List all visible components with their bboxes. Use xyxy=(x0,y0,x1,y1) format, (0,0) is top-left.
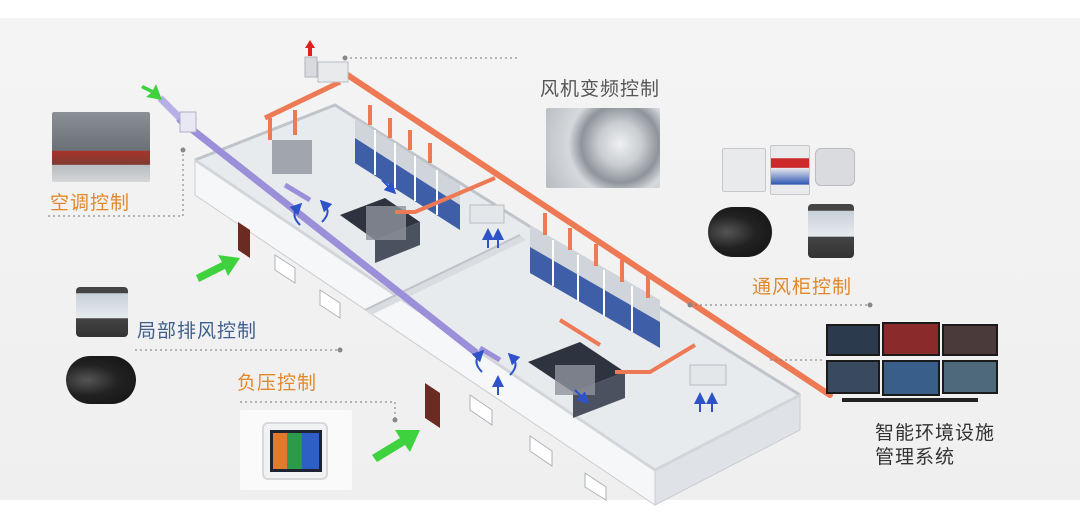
smart-env-system-label-line2: 管理系统 xyxy=(875,446,956,468)
door-right xyxy=(425,383,440,428)
fume-hood-row-bottom xyxy=(530,225,660,348)
fume-hood-valve-photo xyxy=(708,207,772,257)
exhaust-hood-box-1 xyxy=(272,140,312,174)
smart-env-system-label-line1: 智能环境设施 xyxy=(875,422,996,444)
touch-screen-photo xyxy=(240,410,352,490)
local-exhaust-control-label: 局部排风控制 xyxy=(137,320,258,342)
controller-display-photo xyxy=(770,145,810,195)
negative-pressure-control-label: 负压控制 xyxy=(237,372,318,394)
fume-hood-row-top xyxy=(355,118,460,230)
fume-hood-control-label: 通风柜控制 xyxy=(752,276,853,298)
supply-box-2 xyxy=(689,364,727,386)
leader-lines xyxy=(48,57,870,420)
supply-box-1 xyxy=(469,204,505,224)
exhaust-out-arrow xyxy=(304,40,318,78)
door-left xyxy=(238,222,250,258)
exhaust-air-duct xyxy=(263,61,833,398)
cooling-tower-photo xyxy=(52,112,150,182)
exhaust-hood-photo xyxy=(76,287,128,337)
exhaust-valve-photo xyxy=(66,356,136,404)
fresh-air-arrows xyxy=(141,84,420,462)
monitor-wall-photo xyxy=(822,318,998,408)
exhaust-hood-photo-right xyxy=(808,204,854,258)
centrifugal-fan-photo xyxy=(546,108,660,188)
controller-sensor-photo xyxy=(815,148,855,186)
controller-panel-photo xyxy=(722,148,766,192)
fan-vfd-control-label: 风机变频控制 xyxy=(540,78,661,100)
building-shell xyxy=(193,103,802,506)
ac-control-label: 空调控制 xyxy=(50,192,131,214)
airflow-arrows xyxy=(289,179,718,412)
